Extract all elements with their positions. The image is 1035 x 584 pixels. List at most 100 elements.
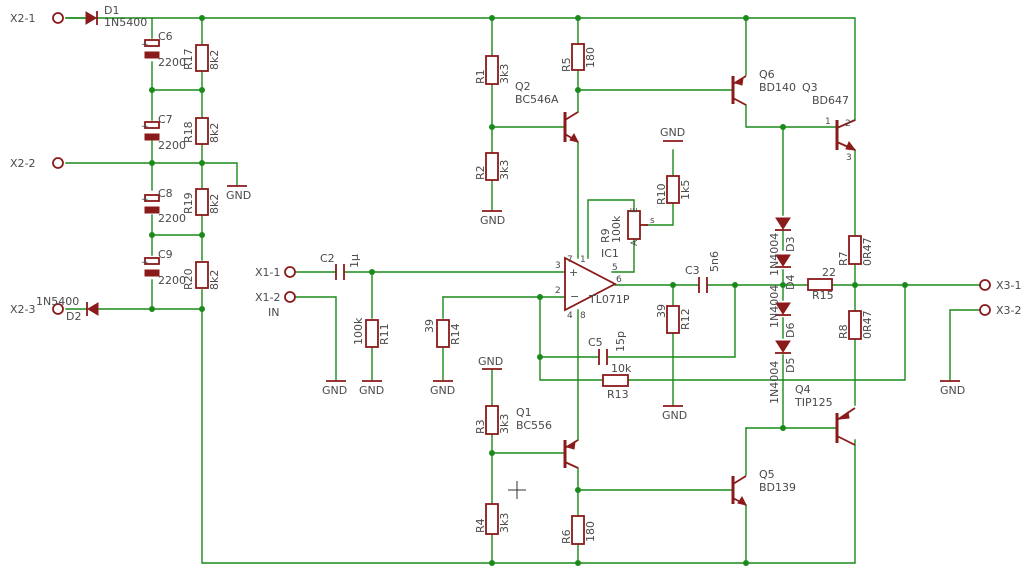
connector-x3-2[interactable]: X3-2 <box>979 304 1022 317</box>
svg-text:C9: C9 <box>158 248 173 261</box>
transistor-q4: Q4 TIP125 <box>794 383 856 446</box>
svg-text:39: 39 <box>655 304 668 318</box>
svg-text:D3: D3 <box>784 237 797 252</box>
svg-text:1: 1 <box>580 255 586 265</box>
svg-text:3: 3 <box>846 153 852 163</box>
svg-text:GND: GND <box>480 214 505 227</box>
resistor-r12: 39 R12 <box>655 304 692 334</box>
svg-text:D2: D2 <box>66 310 81 323</box>
svg-text:7: 7 <box>567 255 573 265</box>
svg-text:R15: R15 <box>812 289 834 302</box>
svg-text:s: s <box>650 216 655 226</box>
resistor-r14: 39 R14 <box>423 319 462 348</box>
svg-text:3k3: 3k3 <box>498 513 511 533</box>
svg-text:GND: GND <box>662 409 687 422</box>
capacitor-c5: C5 15p <box>588 331 627 365</box>
capacitor-c2: C2 1µ <box>320 252 361 280</box>
transistor-q2: Q2 BC546A <box>515 80 579 143</box>
resistor-r20: R20 8k2 <box>182 261 221 290</box>
connector-x2-3[interactable]: X2-3 <box>10 303 64 316</box>
svg-text:1N4004: 1N4004 <box>768 285 781 328</box>
svg-text:GND: GND <box>940 384 965 397</box>
svg-text:R1: R1 <box>474 69 487 84</box>
svg-text:Q5: Q5 <box>759 468 775 481</box>
svg-text:GND: GND <box>359 384 384 397</box>
svg-text:1N4004: 1N4004 <box>768 361 781 404</box>
connector-x2-2[interactable]: X2-2 <box>10 157 64 170</box>
svg-text:C2: C2 <box>320 252 335 265</box>
transistor-q6: Q6 BD140 <box>731 68 796 106</box>
svg-text:R2: R2 <box>474 165 487 180</box>
connector-x1-1[interactable]: X1-1 <box>255 266 296 279</box>
svg-text:8k2: 8k2 <box>208 270 221 290</box>
svg-text:2200: 2200 <box>158 56 186 69</box>
svg-text:+: + <box>569 266 578 279</box>
svg-text:D5: D5 <box>784 358 797 373</box>
svg-text:1N4004: 1N4004 <box>768 233 781 276</box>
svg-text:+: + <box>141 122 149 132</box>
svg-text:+: + <box>141 258 149 268</box>
svg-text:100k: 100k <box>610 215 623 243</box>
gnd-symbol: GND <box>226 185 251 202</box>
svg-text:D1: D1 <box>104 4 119 17</box>
resistor-r19: R19 8k2 <box>182 188 221 216</box>
svg-text:Q1: Q1 <box>516 406 532 419</box>
svg-text:GND: GND <box>660 126 685 139</box>
input-label: IN <box>268 306 279 319</box>
svg-text:R3: R3 <box>474 419 487 434</box>
svg-text:GND: GND <box>322 384 347 397</box>
svg-text:R12: R12 <box>679 308 692 330</box>
svg-text:D6: D6 <box>784 323 797 338</box>
diode-d6: 1N4004 D6 <box>768 285 797 338</box>
svg-text:5n6: 5n6 <box>708 251 721 272</box>
svg-text:BD139: BD139 <box>759 481 796 494</box>
svg-text:8k2: 8k2 <box>208 123 221 143</box>
connector-label: X3-2 <box>996 304 1022 317</box>
svg-text:BD647: BD647 <box>812 94 849 107</box>
capacitor-c8: + C8 2200 <box>141 187 186 225</box>
svg-text:Q6: Q6 <box>759 68 775 81</box>
svg-text:3k3: 3k3 <box>498 160 511 180</box>
gnd-symbol: GND <box>940 380 965 397</box>
resistor-r8: R8 0R47 <box>837 310 874 340</box>
connector-label: X1-1 <box>255 266 281 279</box>
svg-text:R14: R14 <box>449 323 462 345</box>
svg-text:1N5400: 1N5400 <box>36 295 79 308</box>
svg-text:BD140: BD140 <box>759 81 796 94</box>
connector-label: X2-1 <box>10 12 36 25</box>
svg-text:2: 2 <box>845 119 851 129</box>
gnd-symbol: GND <box>662 405 687 422</box>
svg-text:R11: R11 <box>378 323 391 345</box>
gnd-symbol: GND <box>478 355 503 370</box>
gnd-symbol: GND <box>480 210 505 227</box>
svg-text:R10: R10 <box>655 183 668 205</box>
connector-label: X2-3 <box>10 303 36 316</box>
svg-text:R8: R8 <box>837 324 850 339</box>
svg-text:A: A <box>630 239 640 246</box>
svg-text:5: 5 <box>612 263 618 273</box>
svg-text:0R47: 0R47 <box>861 310 874 339</box>
svg-text:3k3: 3k3 <box>498 414 511 434</box>
svg-text:R20: R20 <box>182 268 195 290</box>
resistor-r1: R1 3k3 <box>474 55 511 85</box>
resistor-r2: R2 3k3 <box>474 152 511 181</box>
svg-text:+: + <box>141 40 149 50</box>
resistor-r15: 22 R15 <box>807 266 836 302</box>
gnd-symbol: GND <box>430 380 455 397</box>
svg-text:R9: R9 <box>599 228 612 243</box>
connector-x2-1[interactable]: X2-1 <box>10 12 64 25</box>
diode-d4: 1N4004 D4 <box>768 233 797 290</box>
connector-x1-2[interactable]: X1-2 IN <box>255 291 296 319</box>
svg-text:0R47: 0R47 <box>861 237 874 266</box>
diode-d1: D1 1N5400 <box>65 4 147 29</box>
connector-label: X1-2 <box>255 291 281 304</box>
capacitor-c3: C3 5n6 <box>685 251 721 293</box>
svg-text:GND: GND <box>478 355 503 368</box>
resistor-r11: 100k R11 <box>352 317 391 348</box>
svg-text:R6: R6 <box>560 529 573 544</box>
junction-dots <box>149 15 908 566</box>
svg-text:39: 39 <box>423 319 436 333</box>
svg-text:E: E <box>630 207 640 213</box>
connector-x3-1[interactable]: X3-1 <box>979 279 1022 292</box>
